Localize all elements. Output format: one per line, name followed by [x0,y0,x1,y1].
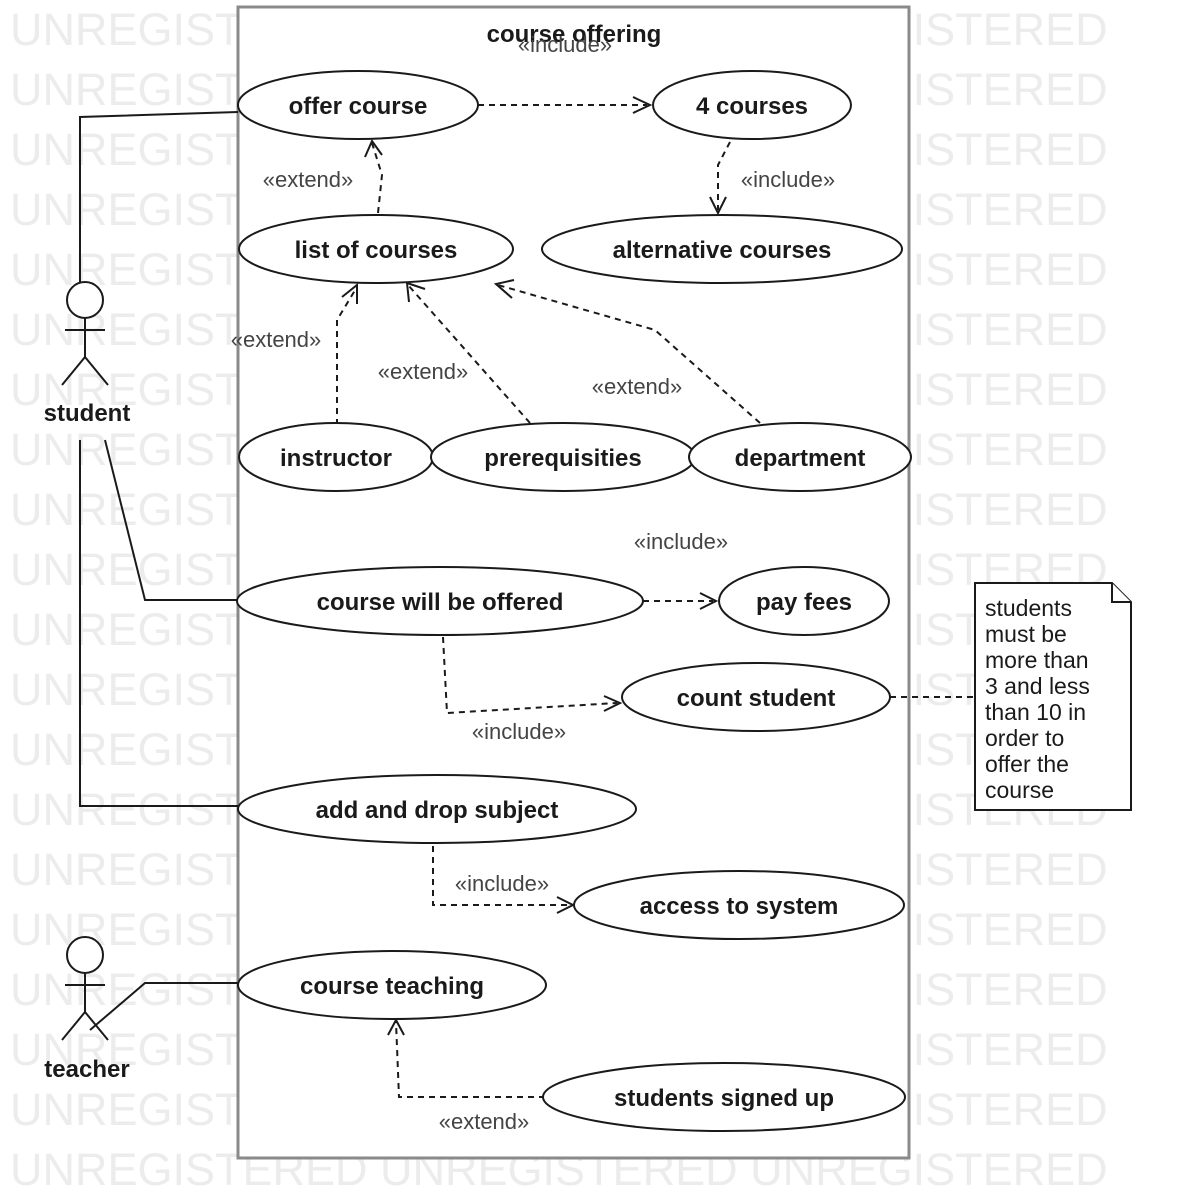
use-case-label: prerequisities [484,445,641,472]
use-case-label: access to system [640,893,839,920]
use-case-ellipse[interactable] [718,566,890,636]
actor-head [66,936,104,974]
use-case-label: list of courses [295,237,458,264]
use-case-ellipse[interactable] [236,566,644,636]
use-case-label: course teaching [300,973,484,1000]
use-case-label: department [735,445,866,472]
use-case-list-of-courses[interactable]: list of courses [238,214,514,284]
use-case-ellipse[interactable] [542,1062,906,1132]
arrowhead [699,592,719,610]
actor-student[interactable]: student [44,281,131,427]
use-case-pay-fees[interactable]: pay fees [718,566,890,636]
use-case-label: course will be offered [317,589,564,616]
use-case-ellipse[interactable] [652,70,852,140]
note-line: students [985,595,1072,621]
use-case-ellipse[interactable] [688,422,912,492]
include-offered-to-count-line[interactable] [442,636,618,715]
stereotype-label: «include» [634,529,728,554]
actor-leg [61,1011,86,1041]
stereotype-label: «include» [455,871,549,896]
actor-leg [84,1011,109,1041]
actor-label: teacher [44,1056,129,1083]
arrowhead [387,1017,405,1036]
note-line: than 10 in [985,699,1086,725]
stereotype-label: «include» [472,719,566,744]
include-4courses-to-alternative-line[interactable] [717,141,731,210]
association-student-offer-course[interactable] [79,111,239,282]
use-case-instructor[interactable]: instructor [238,422,434,492]
use-case-label: instructor [280,445,392,472]
stereotype-label: «extend» [439,1109,530,1134]
arrowhead [603,695,623,712]
note-line: more than [985,647,1089,673]
extend-signedup-to-teaching-line[interactable] [395,1021,545,1098]
stereotype-label: «extend» [263,167,354,192]
use-case-label: pay fees [756,589,852,616]
include-adddrop-to-access-line[interactable] [432,846,570,906]
note-shape[interactable] [974,582,1132,811]
use-case-ellipse[interactable] [573,870,905,940]
note-line: must be [985,621,1067,647]
use-case-ellipse[interactable] [621,662,891,732]
association-teacher-course-teaching[interactable] [89,982,238,1031]
use-case-add-and-drop-subject[interactable]: add and drop subject [237,774,637,844]
use-case-ellipse[interactable] [541,214,903,284]
use-case-alternative-courses[interactable]: alternative courses [541,214,903,284]
arrowhead [493,279,515,299]
use-case-course-teaching[interactable]: course teaching [237,950,547,1020]
extend-list-to-offer-line[interactable] [371,142,384,214]
use-case-access-to-system[interactable]: access to system [573,870,905,940]
stereotype-label: «include» [518,32,612,57]
use-case-ellipse[interactable] [237,774,637,844]
association-student-add-and-drop[interactable] [79,440,238,807]
note-line: offer the [985,751,1069,777]
extend-instructor-to-list-line[interactable] [336,286,358,425]
use-case-label: alternative courses [613,237,832,264]
use-case-course-will-be-offered[interactable]: course will be offered [236,566,644,636]
dependencies: «include» «include» «extend» «extend» «e… [231,32,975,1134]
stereotype-label: «extend» [592,374,683,399]
arrowhead [341,282,358,304]
use-case-label: 4 courses [696,93,808,120]
actor-leg [84,356,109,386]
actor-teacher[interactable]: teacher [44,936,130,1083]
stereotype-label: «include» [741,167,835,192]
arrowhead [364,138,383,158]
use-case-label: add and drop subject [316,797,559,824]
stereotype-label: «extend» [231,327,322,352]
note-fold [1111,583,1131,603]
associations [79,111,239,1031]
use-case-prerequisities[interactable]: prerequisities [430,422,696,492]
use-case-count-student[interactable]: count student [621,662,891,732]
use-case-label: offer course [289,93,428,120]
arrowhead [632,96,653,114]
use-case-4-courses[interactable]: 4 courses [652,70,852,140]
use-case-students-signed-up[interactable]: students signed up [542,1062,906,1132]
association-student-course-will-be-offered[interactable] [104,439,238,601]
extend-department-to-list-line[interactable] [497,284,761,424]
use-case-department[interactable]: department [688,422,912,492]
actor-leg [61,356,86,386]
use-case-ellipse[interactable] [238,214,514,284]
stereotype-label: «extend» [378,359,469,384]
use-case-ellipse[interactable] [237,70,479,140]
note-line: 3 and less [985,673,1090,699]
arrowhead [709,196,727,216]
use-cases: offer course 4 courses list of courses a… [236,70,912,1132]
actor-head [66,281,104,319]
extend-prereq-to-list-line[interactable] [407,284,531,424]
actor-label: student [44,400,131,427]
note[interactable]: students must be more than 3 and less th… [974,582,1132,811]
use-case-label: students signed up [614,1085,834,1112]
use-case-offer-course[interactable]: offer course [237,70,479,140]
note-line: order to [985,725,1064,751]
use-case-ellipse[interactable] [237,950,547,1020]
system-title: course offering [487,21,662,48]
note-line: course [985,777,1054,803]
use-case-label: count student [677,685,836,712]
